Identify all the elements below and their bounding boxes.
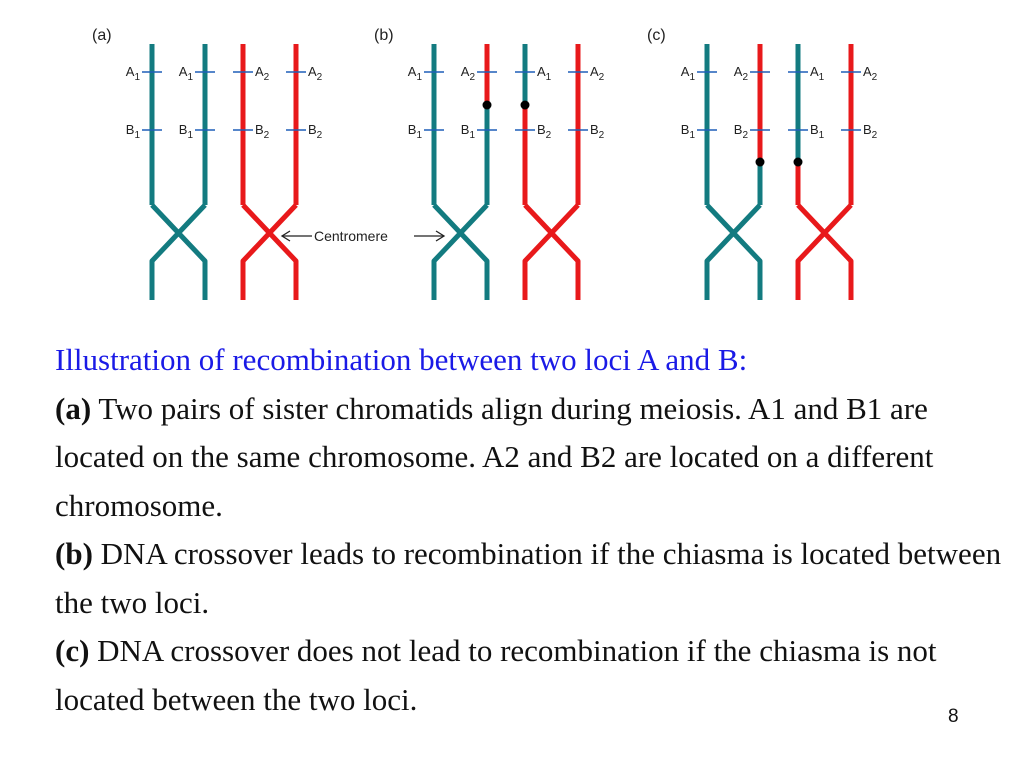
locus-b-label: B2	[590, 122, 605, 141]
crossover-dot	[482, 100, 492, 110]
chromatid-lower-segment	[176, 203, 208, 300]
caption-paragraph-b: (b) DNA crossover leads to recombination…	[55, 530, 1015, 627]
crossover-dot	[793, 157, 803, 167]
locus-b-label: B1	[408, 122, 423, 141]
locus-b-label: B2	[255, 122, 270, 141]
caption-text-a: Two pairs of sister chromatids align dur…	[55, 390, 934, 523]
panel-label: (c)	[647, 27, 666, 44]
chromatid-lower-segment	[431, 203, 463, 300]
locus-b-label: B1	[461, 122, 476, 141]
caption-text-b: DNA crossover leads to recombination if …	[55, 536, 1002, 620]
locus-a-label: A2	[308, 64, 323, 83]
locus-b-label: B2	[734, 122, 749, 141]
locus-a-label: A2	[255, 64, 270, 83]
locus-b-label: B2	[537, 122, 552, 141]
chromatid-lower-segment	[731, 203, 763, 300]
chromatid-lower-segment	[149, 203, 181, 300]
page-number: 8	[948, 706, 959, 727]
centromere-label: Centromere	[314, 228, 388, 244]
crossover-dot	[755, 157, 765, 167]
locus-a-label: A1	[681, 64, 696, 83]
locus-b-label: B1	[810, 122, 825, 141]
chromatid-lower-segment	[458, 203, 490, 300]
recombination-diagram: (a)A1B1A1B1A2B2A2B2(b)A1B1A2B1A1B2A2B2(c…	[92, 27, 878, 300]
chromatid-lower-segment	[822, 203, 854, 300]
locus-a-label: A2	[590, 64, 605, 83]
locus-b-label: B2	[863, 122, 878, 141]
chromatid-lower-segment	[704, 203, 736, 300]
caption-title: Illustration of recombination between tw…	[55, 342, 748, 377]
locus-a-label: A2	[461, 64, 476, 83]
caption-paragraph-c: (c) DNA crossover does not lead to recom…	[55, 627, 1015, 724]
centromere-arrowhead-right	[435, 230, 446, 242]
chromatid-lower-segment	[240, 203, 272, 300]
locus-a-label: A1	[179, 64, 194, 83]
locus-a-label: A1	[537, 64, 552, 83]
chromatid-lower-segment	[267, 203, 299, 300]
panel-label: (b)	[374, 27, 394, 44]
caption-label-c: (c)	[55, 633, 90, 668]
locus-a-label: A2	[734, 64, 749, 83]
caption-text-c: DNA crossover does not lead to recombina…	[55, 633, 937, 717]
locus-b-label: B2	[308, 122, 323, 141]
centromere-arrowhead-left	[280, 230, 291, 242]
locus-b-label: B1	[179, 122, 194, 141]
caption-label-b: (b)	[55, 536, 93, 571]
locus-a-label: A2	[863, 64, 878, 83]
locus-a-label: A1	[126, 64, 141, 83]
locus-b-label: B1	[681, 122, 696, 141]
panel-label: (a)	[92, 27, 112, 44]
locus-a-label: A1	[408, 64, 423, 83]
caption-label-a: (a)	[55, 390, 92, 426]
locus-b-label: B1	[126, 122, 141, 141]
locus-a-label: A1	[810, 64, 825, 83]
caption: Illustration of recombination between tw…	[55, 336, 1015, 724]
chromatid-lower-segment	[795, 203, 827, 300]
crossover-dot	[520, 100, 530, 110]
caption-paragraph-a: (a) Two pairs of sister chromatids align…	[55, 385, 1015, 531]
chromatid-lower-segment	[522, 203, 554, 300]
centromere-annotation: Centromere	[280, 228, 446, 244]
diagram-panels: (a)A1B1A1B1A2B2A2B2(b)A1B1A2B1A1B2A2B2(c…	[92, 27, 878, 300]
chromatid-lower-segment	[549, 203, 581, 300]
